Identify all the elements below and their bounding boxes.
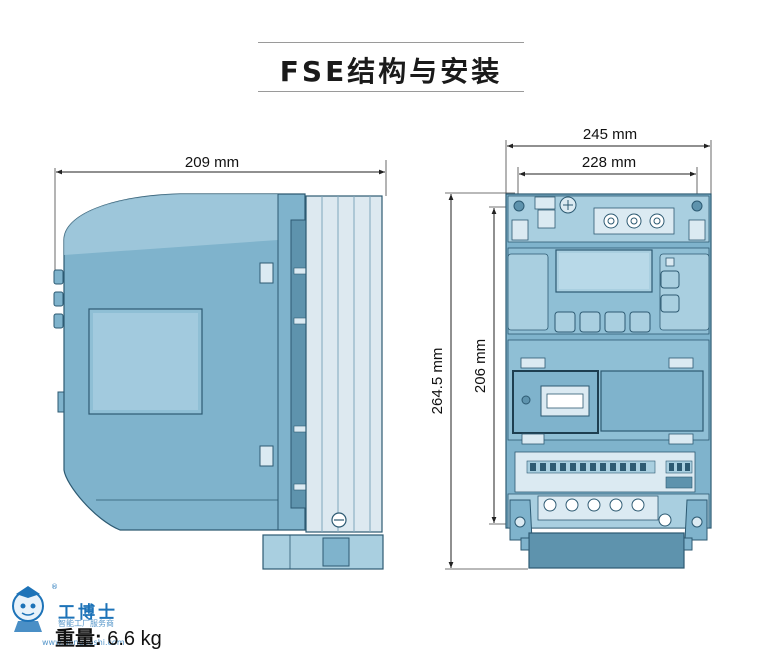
status-led <box>665 257 675 267</box>
mascot-eye-icon <box>30 603 36 609</box>
watermark-logo <box>12 586 44 632</box>
ground-screw <box>658 513 672 527</box>
top-screw-inner <box>653 217 661 225</box>
mount-hole-bottom-left <box>514 516 526 528</box>
terminal-slot <box>620 463 626 471</box>
io-card <box>546 393 584 409</box>
logo-tagline: 智能工厂服务商 <box>58 619 114 628</box>
side-clip <box>259 262 274 284</box>
mount-hole-top-left <box>513 200 525 212</box>
front-view: 245 mm 228 mm 264.5 mm 206 mm <box>429 126 712 570</box>
top-screw-inner <box>630 217 638 225</box>
mount-hole-bottom-right <box>691 516 703 528</box>
top-terminal-right <box>688 219 706 241</box>
weight-label: 重量: <box>55 628 102 650</box>
power-screw <box>587 498 601 512</box>
logo-url: www.gongboshi.com <box>42 638 125 647</box>
side-body-highlight <box>64 194 278 255</box>
terminal-slot <box>570 463 576 471</box>
top-screw <box>649 213 665 229</box>
side-knob <box>53 313 64 329</box>
terminal-slot <box>530 463 536 471</box>
terminal-slot <box>685 463 690 471</box>
dip-switch <box>665 476 693 489</box>
weight-line: 重量: 6.6 kg <box>55 622 162 651</box>
io-clip <box>520 357 546 369</box>
power-screw <box>609 498 623 512</box>
power-screw <box>543 498 557 512</box>
terminal-slot <box>580 463 586 471</box>
side-window-inner <box>93 313 198 410</box>
weight-value: 6.6 kg <box>107 628 162 650</box>
top-terminal-left <box>511 219 529 241</box>
top-screw <box>603 213 619 229</box>
mascot-body-icon <box>14 621 42 632</box>
io-clip <box>521 433 545 445</box>
side-clip <box>259 445 274 467</box>
side-knob <box>53 269 64 285</box>
panel-key <box>660 294 680 313</box>
io-module-right <box>600 370 704 432</box>
terminal-slot <box>550 463 556 471</box>
base-tab <box>520 537 530 551</box>
terminal-slot <box>600 463 606 471</box>
side-width-label: 209 mm <box>185 154 239 171</box>
panel-key <box>554 311 576 333</box>
side-view: 209 mm <box>53 154 387 570</box>
front-base <box>528 532 685 569</box>
terminal-slot <box>630 463 636 471</box>
control-terminals <box>526 460 693 489</box>
top-block <box>534 196 556 210</box>
logo-registered-mark: ® <box>51 583 58 591</box>
mascot-smile-icon <box>21 612 35 616</box>
terminal-slot <box>677 463 682 471</box>
power-screw <box>631 498 645 512</box>
side-connector-strip <box>290 219 307 509</box>
io-clip <box>668 433 694 445</box>
panel-key <box>629 311 651 333</box>
mount-hole-top-right <box>691 200 703 212</box>
mascot-cap-icon <box>16 586 40 598</box>
panel-key <box>579 311 601 333</box>
mascot-eye-icon <box>20 603 26 609</box>
top-block <box>537 209 556 229</box>
base-tab <box>683 537 693 551</box>
terminal-slot <box>590 463 596 471</box>
side-knob <box>53 291 64 307</box>
mount-height-label: 206 mm <box>472 339 489 393</box>
terminal-slot <box>669 463 674 471</box>
page-title: FSE结构与安装 <box>279 55 503 88</box>
terminal-slot <box>540 463 546 471</box>
top-screw <box>626 213 642 229</box>
terminal-slot <box>560 463 566 471</box>
front-inner-width-label: 228 mm <box>582 154 636 171</box>
terminal-slot <box>610 463 616 471</box>
side-fan-plug <box>322 537 350 567</box>
panel-side-left <box>507 253 549 331</box>
terminal-slot <box>640 463 646 471</box>
panel-key <box>604 311 626 333</box>
overall-height-label: 264.5 mm <box>429 348 446 415</box>
lcd-screen <box>559 253 649 289</box>
front-outer-width-label: 245 mm <box>583 126 637 143</box>
title-banner: FSE结构与安装 <box>258 42 524 92</box>
io-clip <box>668 357 694 369</box>
io-led <box>521 395 531 405</box>
logo-name: 工博士 <box>58 603 118 623</box>
power-screw <box>565 498 579 512</box>
panel-key <box>660 270 680 289</box>
side-heatsink <box>305 195 383 533</box>
top-screw-inner <box>607 217 615 225</box>
